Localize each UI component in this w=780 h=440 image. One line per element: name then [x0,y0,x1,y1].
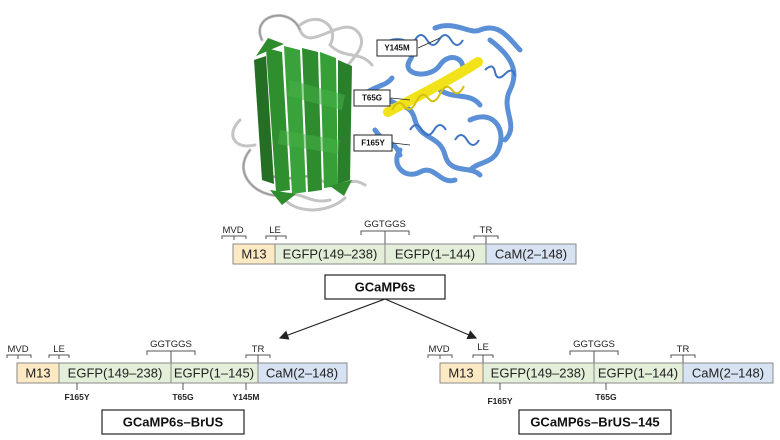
construct-brus: MVD LE GGTGGS TR M13 EGFP(149–238) EGFP(… [6,339,348,435]
linker-mvd: MVD [7,344,28,355]
segment-label: CaM(2–148) [495,247,567,262]
construct-name: GCaMP6s [355,280,416,295]
arrow-to-brus [278,298,386,340]
linker-tr: TR [480,225,493,236]
linker-tr: TR [677,344,690,355]
linker-mvd: MVD [428,344,449,355]
linker-le: LE [269,225,281,236]
segment-bar: M13 EGFP(149–238) EGFP(1–145) CaM(2–148) [16,362,348,384]
beta-arrowhead [256,38,284,56]
linker-le: LE [477,342,489,353]
segment-label: EGFP(1–144) [395,247,475,262]
mutation-label: T65G [172,392,194,402]
construct-name-box [101,409,245,435]
segment-cam [257,362,348,384]
segment-label: EGFP(1–144) [598,366,678,381]
m13-helix [383,57,483,117]
linker-labels: MVD LE GGTGGS TR [6,339,271,363]
segment-label: EGFP(149–238) [68,366,163,381]
mutation-label: F165Y [487,396,512,406]
protein-structure: Y145M T65G F165Y [231,14,523,212]
beta-arrowhead [270,190,296,205]
beta-strand [320,52,338,188]
segment-label: EGFP(149–238) [491,366,586,381]
construct-name-box [518,409,672,435]
beta-arrowhead [330,180,352,196]
segment-label: CaM(2–148) [692,366,764,381]
linker-mvd: MVD [222,225,243,236]
linker-ggtggs: GGTGGS [573,339,615,350]
construct-brus145: MVD LE GGTGGS TR M13 EGFP(149–238) EGFP(… [427,339,774,435]
segment-label: M13 [448,366,473,381]
arrow-to-brus145 [384,298,478,340]
mutation-label: F165Y [64,392,89,402]
construct-name: GCaMP6s–BrUS [123,415,224,430]
beta-strand [302,48,322,192]
segment-cam [485,243,577,265]
linker-tr: TR [252,344,265,355]
linker-ggtggs: GGTGGS [364,219,406,230]
beta-strand [338,60,352,184]
mutation-callout: Y145M [376,37,441,57]
linker-labels: MVD LE GGTGGS TR [221,219,499,244]
segment-label: EGFP(1–145) [174,366,254,381]
beta-strand [266,48,290,192]
segment-cam [682,362,774,384]
mutation-label: Y145M [233,392,260,402]
beta-barrel [254,38,352,205]
callout-t65g: T65G [362,94,382,103]
construct-gcamp6s: MVD LE GGTGGS TR M13 EGFP(149–238) EGFP(… [221,219,577,300]
segment-label: M13 [241,247,266,262]
mutation-callout: T65G [353,89,411,107]
calmodulin-coils [409,34,516,146]
mutation-callout: F165Y [353,134,411,152]
mutation-markers: F165Y T65G Y145M [64,383,259,402]
construct-name: GCaMP6s–BrUS–145 [530,415,659,430]
linker-le: LE [53,344,65,355]
beta-strand [278,130,340,154]
callout-y145m: Y145M [384,44,410,53]
linker-labels: MVD LE GGTGGS TR [427,339,696,363]
segment-label: CaM(2–148) [266,366,338,381]
segment-label: EGFP(149–238) [283,247,378,262]
segment-bar: M13 EGFP(149–238) EGFP(1–144) CaM(2–148) [232,243,577,265]
beta-strand [254,56,274,184]
segment-bar: M13 EGFP(149–238) EGFP(1–144) CaM(2–148) [439,362,774,384]
callout-f165y: F165Y [361,139,385,148]
segment-label: M13 [25,366,50,381]
construct-name-box [324,274,446,300]
linker-ggtggs: GGTGGS [150,339,192,350]
mutation-markers: F165Y T65G [487,383,617,406]
beta-strand [288,80,345,110]
mutation-label: T65G [595,392,617,402]
